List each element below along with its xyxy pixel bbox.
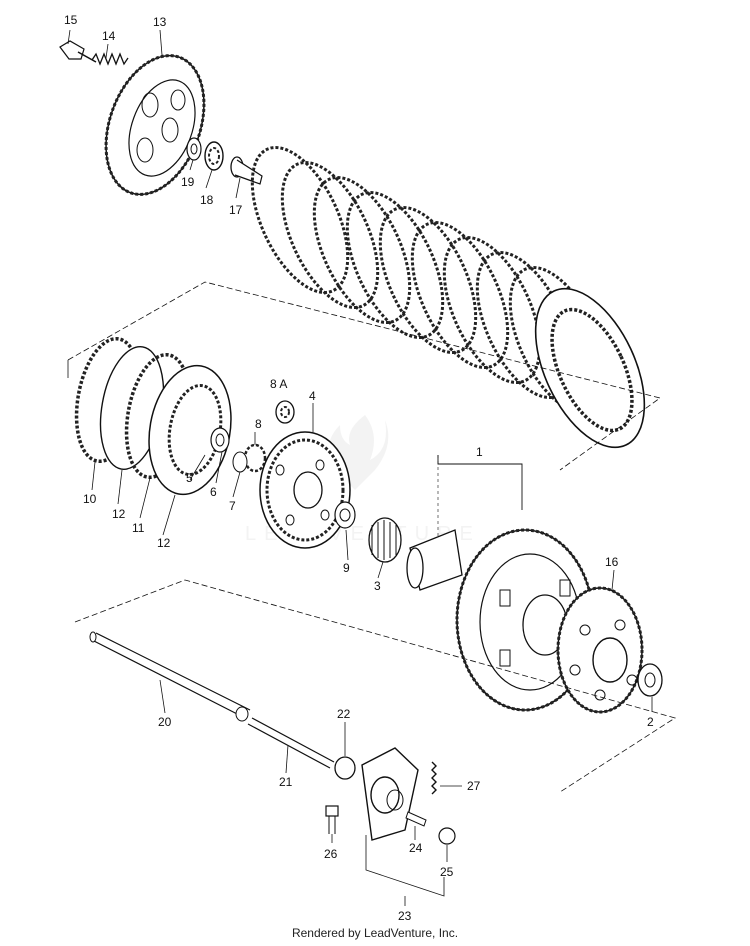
label-6: 6 bbox=[210, 485, 217, 499]
label-16: 16 bbox=[605, 555, 619, 569]
label-3: 3 bbox=[374, 579, 381, 593]
label-8: 8 bbox=[255, 417, 262, 431]
footer-credit: Rendered by LeadVenture, Inc. bbox=[291, 926, 459, 940]
label-25: 25 bbox=[440, 865, 454, 879]
label-8a: 8 A bbox=[270, 377, 287, 391]
release-arm-23 bbox=[361, 747, 419, 841]
push-rod-20 bbox=[89, 631, 251, 722]
guide-box-lower bbox=[74, 579, 676, 793]
guide-bracket-1 bbox=[437, 455, 523, 540]
clutch-plate-stack bbox=[250, 146, 646, 449]
washer-5-6 bbox=[210, 427, 230, 453]
label-4: 4 bbox=[309, 389, 316, 403]
push-rod-21 bbox=[247, 717, 335, 769]
label-11: 11 bbox=[132, 521, 145, 535]
label-9: 9 bbox=[343, 561, 350, 575]
label-21: 21 bbox=[279, 775, 293, 789]
label-24: 24 bbox=[409, 841, 423, 855]
screw-24 bbox=[405, 811, 427, 827]
label-15: 15 bbox=[64, 13, 78, 27]
label-26: 26 bbox=[324, 847, 338, 861]
bolt-15 bbox=[59, 40, 97, 63]
label-2: 2 bbox=[647, 715, 654, 729]
leader-lines bbox=[67, 29, 653, 906]
nut-25 bbox=[438, 827, 456, 845]
label-7: 7 bbox=[229, 499, 236, 513]
washer-19 bbox=[186, 137, 202, 161]
label-19: 19 bbox=[181, 175, 195, 189]
lock-washer-8a bbox=[275, 400, 295, 424]
label-12-a: 12 bbox=[112, 507, 126, 521]
bearing-18 bbox=[204, 141, 224, 171]
label-13: 13 bbox=[153, 15, 167, 29]
pushrod-17 bbox=[230, 156, 263, 185]
label-27: 27 bbox=[467, 779, 481, 793]
label-5: 5 bbox=[186, 471, 193, 485]
label-23: 23 bbox=[398, 909, 412, 923]
label-18: 18 bbox=[200, 193, 214, 207]
ball-22 bbox=[334, 756, 356, 780]
label-17: 17 bbox=[229, 203, 243, 217]
pressure-plate-13 bbox=[104, 54, 206, 196]
label-12-b: 12 bbox=[157, 536, 171, 550]
part-labels: 15 14 13 19 18 17 8 A 4 8 5 6 7 10 12 11… bbox=[64, 13, 654, 923]
label-14: 14 bbox=[102, 29, 116, 43]
thrust-washer-9 bbox=[334, 501, 356, 529]
spring-27 bbox=[431, 761, 437, 795]
label-20: 20 bbox=[158, 715, 172, 729]
spring-14 bbox=[91, 52, 129, 66]
label-1: 1 bbox=[476, 445, 483, 459]
thrust-washer-2 bbox=[637, 663, 663, 697]
guide-box-plates bbox=[67, 281, 661, 471]
starter-gear-16 bbox=[556, 586, 644, 714]
sleeve bbox=[406, 529, 463, 591]
label-10: 10 bbox=[83, 492, 97, 506]
bolt-26 bbox=[325, 805, 339, 834]
label-22: 22 bbox=[337, 707, 351, 721]
clutch-hub-4 bbox=[259, 431, 351, 549]
nut-8 bbox=[232, 443, 267, 473]
needle-bearing-3 bbox=[368, 517, 402, 563]
